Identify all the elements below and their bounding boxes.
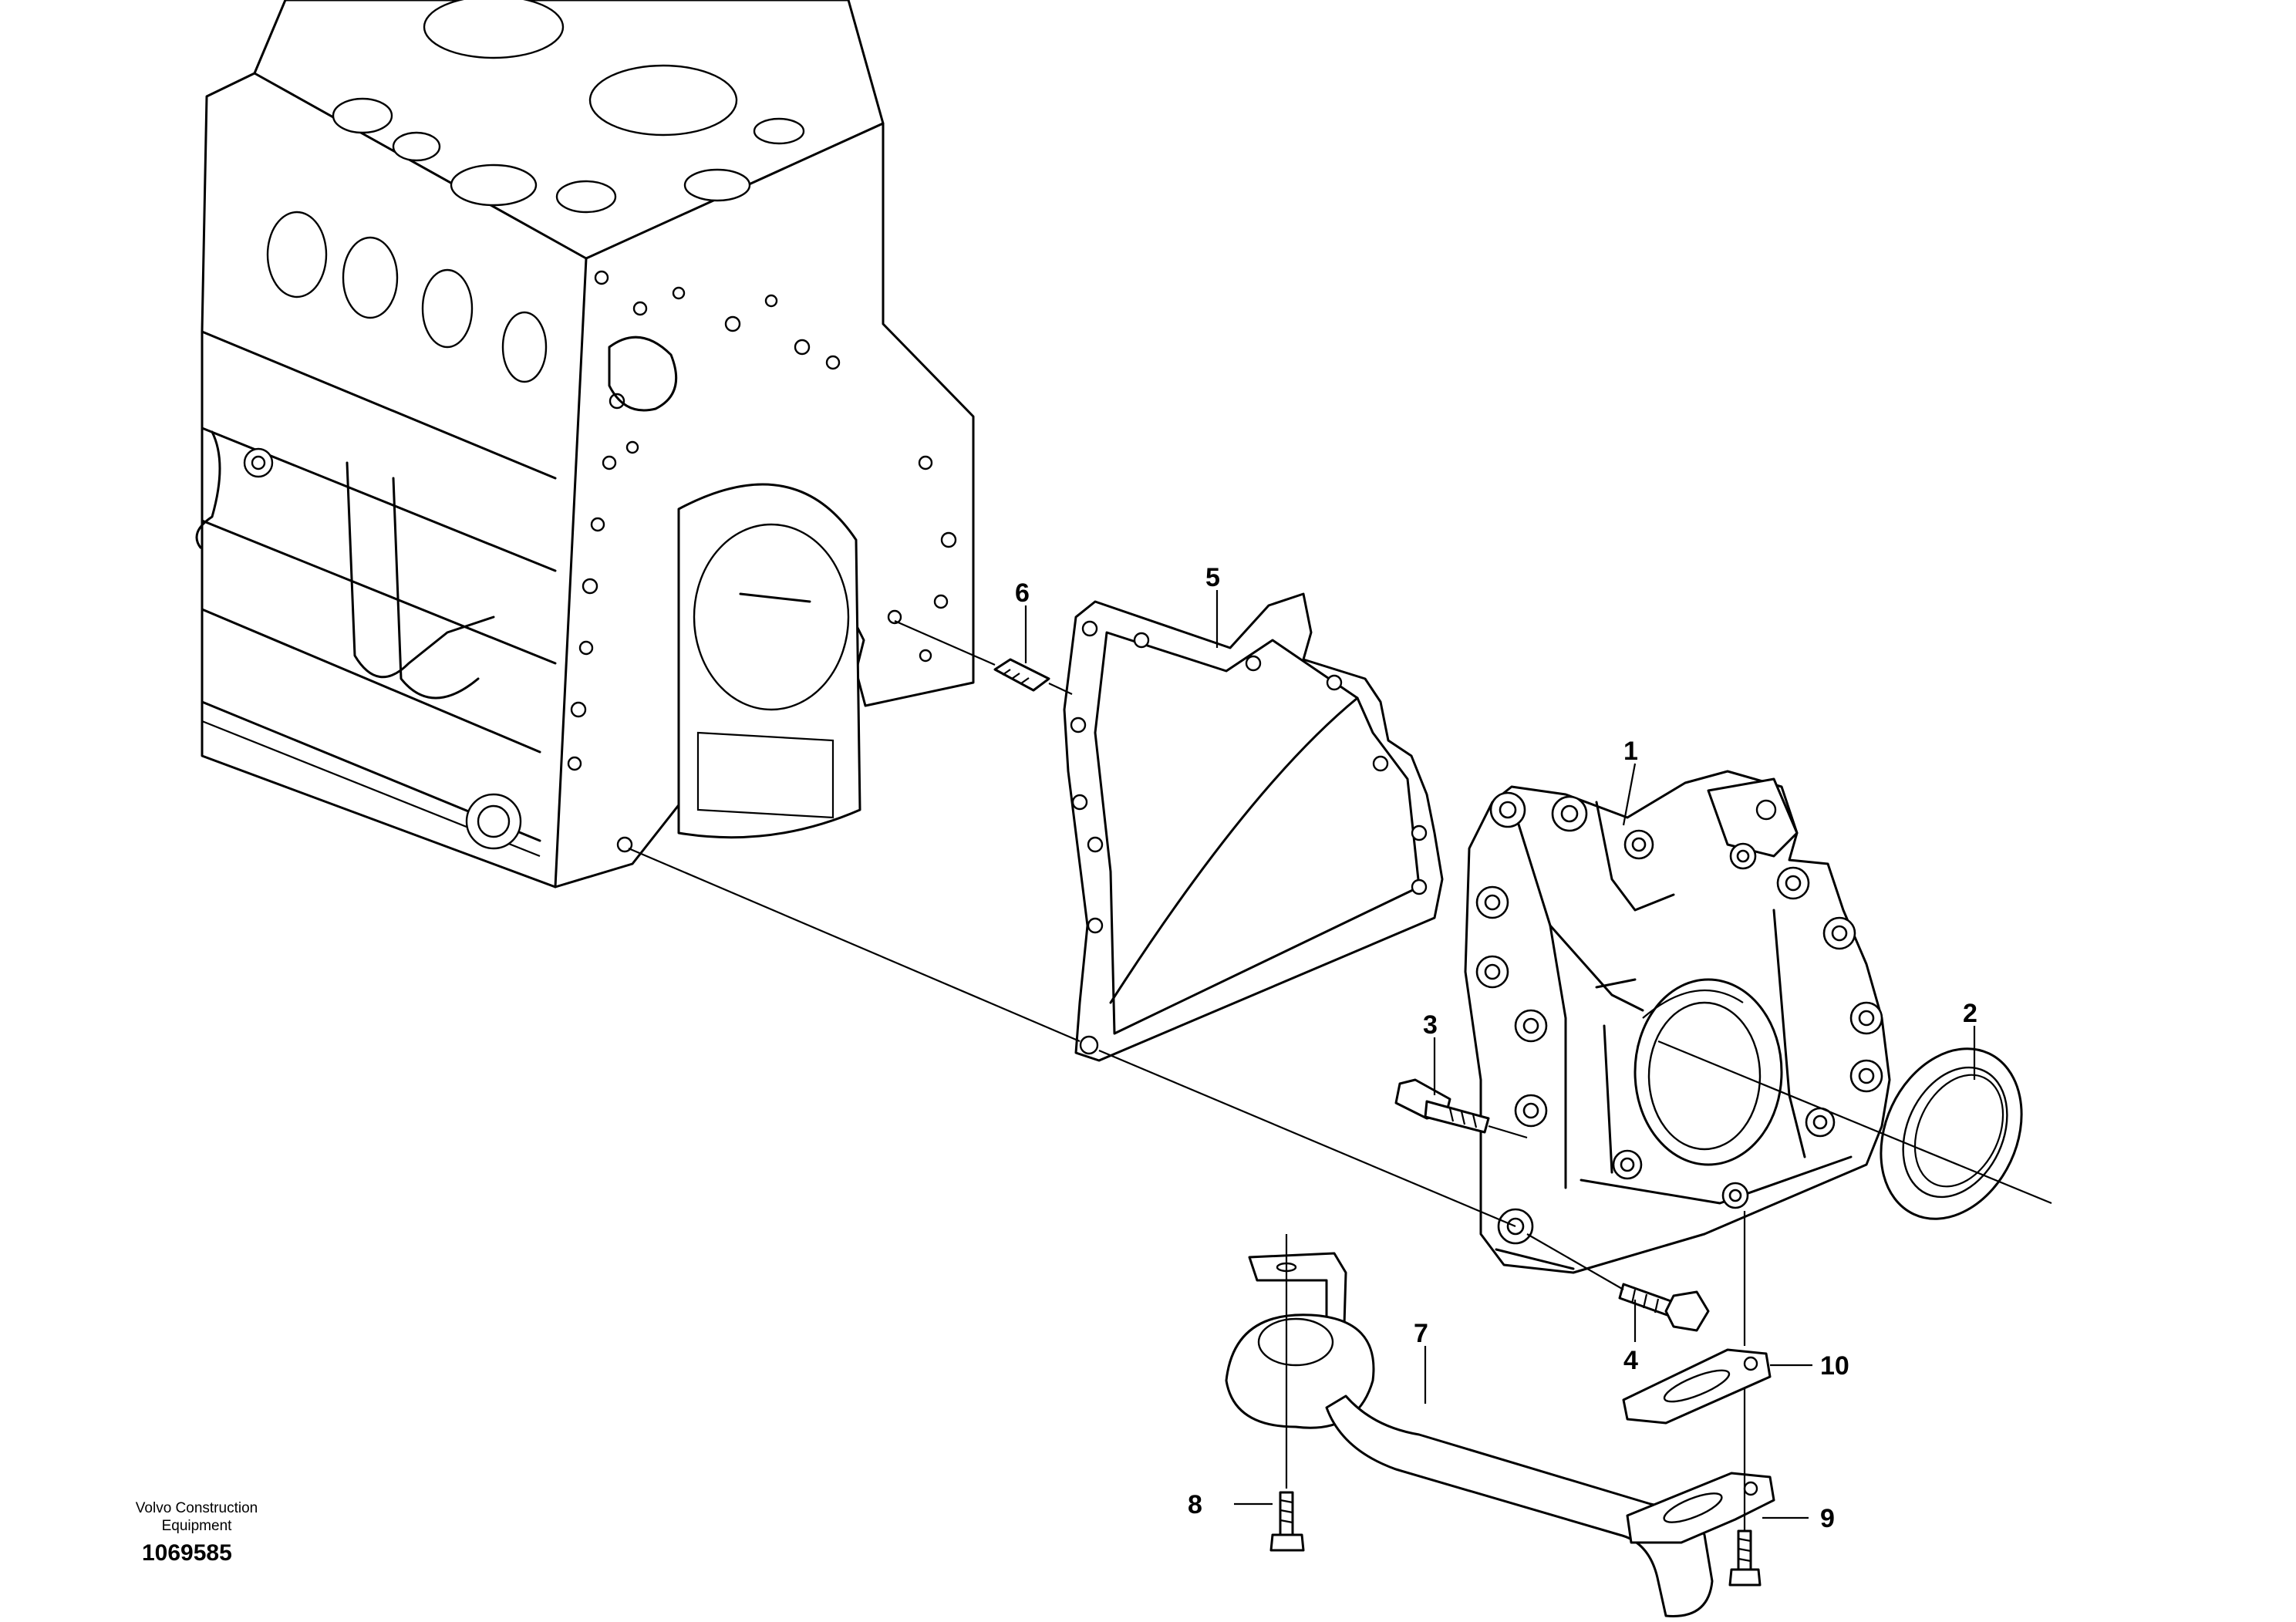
bolt-4 bbox=[1526, 1233, 1710, 1332]
callout-2: 2 bbox=[1963, 999, 1977, 1028]
alignment-lines bbox=[628, 847, 2052, 1228]
callout-7: 7 bbox=[1414, 1319, 1428, 1348]
callouts: 1 2 3 4 5 6 7 8 9 10 bbox=[1015, 563, 1977, 1533]
suction-pipe-gasket bbox=[1622, 1348, 1772, 1425]
callout-6: 6 bbox=[1015, 578, 1030, 608]
callout-9: 9 bbox=[1820, 1504, 1835, 1533]
callout-8: 8 bbox=[1188, 1490, 1202, 1519]
bolt-9 bbox=[1728, 1388, 1762, 1587]
timing-cover bbox=[1464, 770, 1891, 1274]
bolt-8 bbox=[1269, 1234, 1305, 1552]
drawing-number: 1069585 bbox=[142, 1540, 232, 1566]
front-cover-gasket bbox=[1063, 592, 1444, 1062]
oil-suction-pipe bbox=[1225, 1211, 1775, 1617]
bolt-3 bbox=[1394, 1078, 1528, 1139]
dowel-pin bbox=[894, 619, 1073, 695]
callout-leaders bbox=[1024, 590, 1976, 1519]
callout-1: 1 bbox=[1623, 737, 1638, 766]
brand-line-2: Equipment bbox=[161, 1518, 232, 1534]
callout-5: 5 bbox=[1205, 563, 1220, 592]
callout-4: 4 bbox=[1623, 1346, 1638, 1375]
engine-block bbox=[195, 0, 975, 889]
callout-3: 3 bbox=[1423, 1010, 1438, 1040]
brand-line-1: Volvo Construction bbox=[135, 1500, 258, 1516]
callout-10: 10 bbox=[1820, 1351, 1849, 1381]
